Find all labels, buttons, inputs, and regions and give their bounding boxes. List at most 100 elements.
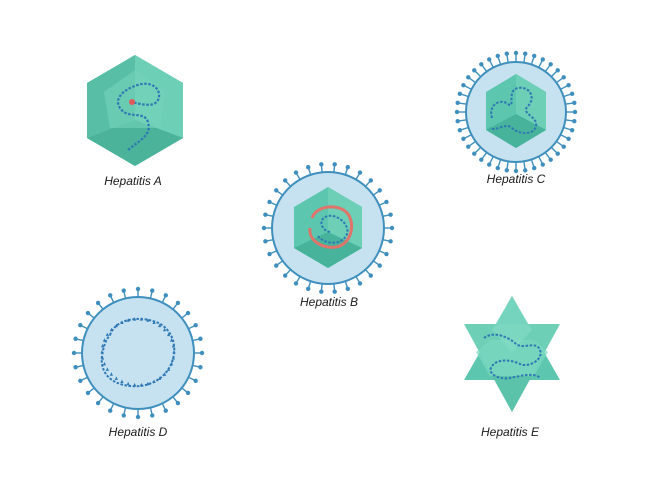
spike-head xyxy=(461,83,466,88)
spike-head xyxy=(198,336,203,341)
virus-hepatitis-d: Hepatitis D xyxy=(71,286,205,439)
spike-head xyxy=(495,53,500,59)
spike-head xyxy=(193,323,198,328)
dna-genome-outer xyxy=(308,205,353,249)
spike-head xyxy=(185,390,191,396)
spike-head xyxy=(306,286,311,292)
spike-head xyxy=(548,62,553,67)
label-hepatitis-d: Hepatitis D xyxy=(109,425,168,439)
spike-head xyxy=(569,91,575,96)
spike-head xyxy=(71,350,77,356)
spike-head xyxy=(523,51,528,56)
hdag-protein xyxy=(146,318,150,322)
spike-head xyxy=(466,144,471,149)
spike-head xyxy=(293,170,299,175)
rna-genome xyxy=(483,333,542,380)
spike-head xyxy=(495,165,500,171)
spike-head xyxy=(388,239,393,244)
spike-head xyxy=(513,50,519,56)
spike-head xyxy=(261,225,267,231)
rna-genome xyxy=(489,86,538,134)
hdag-protein xyxy=(158,376,162,380)
spikes xyxy=(261,162,395,294)
spike-head xyxy=(121,413,126,418)
spike-head xyxy=(108,408,113,413)
spike-head xyxy=(332,289,337,294)
spike-head xyxy=(163,408,168,413)
spike-head xyxy=(85,390,91,396)
capsid xyxy=(464,296,560,412)
spikes xyxy=(71,286,205,420)
hdag-protein xyxy=(171,356,175,360)
label-hepatitis-c: Hepatitis C xyxy=(487,172,546,186)
label-hepatitis-a: Hepatitis A xyxy=(104,174,162,188)
hdag-protein xyxy=(169,361,174,366)
spike-head xyxy=(319,162,324,167)
spike-head xyxy=(523,168,528,173)
spike-head xyxy=(561,144,566,149)
spike-head xyxy=(150,288,155,293)
spike-head xyxy=(368,273,374,278)
label-hepatitis-e: Hepatitis E xyxy=(481,425,540,439)
spike-head xyxy=(121,288,126,293)
spike-head xyxy=(540,57,545,62)
spike-head xyxy=(175,400,181,406)
spike-head xyxy=(306,164,311,170)
spike-head xyxy=(548,157,553,162)
spike-head xyxy=(540,162,545,167)
hdag-protein xyxy=(152,320,156,324)
virus-hepatitis-b: Hepatitis B xyxy=(261,162,395,309)
virus-hepatitis-c: Hepatitis C xyxy=(454,50,578,186)
hdag-protein xyxy=(133,317,137,321)
spike-head xyxy=(513,168,519,174)
envelope xyxy=(81,296,195,410)
spike-head xyxy=(457,128,463,133)
spike-head xyxy=(319,289,324,294)
spike-head xyxy=(198,365,203,370)
spike-head xyxy=(263,212,268,217)
spike-head xyxy=(572,109,578,115)
hdag-protein xyxy=(139,317,143,321)
spike-head xyxy=(566,83,571,88)
spike-head xyxy=(472,151,477,156)
spike-head xyxy=(455,119,460,124)
spike-head xyxy=(73,336,78,341)
hdag-protein xyxy=(101,343,105,348)
hdag-protein xyxy=(109,327,113,332)
hdag-protein xyxy=(102,361,107,366)
spike-head xyxy=(78,323,83,328)
spike-head xyxy=(454,109,460,115)
hdag-protein xyxy=(102,338,107,342)
spike-head xyxy=(95,300,101,306)
hdag-protein xyxy=(101,356,105,360)
spike-head xyxy=(135,286,141,292)
hdag-protein xyxy=(133,382,137,387)
spike-head xyxy=(150,413,155,418)
spike-head xyxy=(472,68,477,73)
spike-head xyxy=(199,350,205,356)
hdag-protein xyxy=(169,338,174,342)
spike-head xyxy=(368,178,374,183)
spike-head xyxy=(479,62,484,67)
dna-genome-inner xyxy=(317,214,349,244)
hdag-protein xyxy=(167,332,171,337)
spike-head xyxy=(479,157,484,162)
spike-head xyxy=(384,199,389,205)
spike-head xyxy=(282,178,288,183)
spike-head xyxy=(345,286,350,292)
hdag-protein xyxy=(105,367,109,371)
vpg-marker xyxy=(129,99,135,105)
spike-head xyxy=(569,128,575,133)
spike-head xyxy=(461,136,466,141)
spike-head xyxy=(384,251,389,257)
hdag-proteins xyxy=(100,317,176,387)
spike-head xyxy=(293,281,299,286)
capsid xyxy=(87,55,183,166)
spike-head xyxy=(457,91,463,96)
spike-head xyxy=(487,162,492,167)
spike-head xyxy=(73,365,78,370)
spike-head xyxy=(572,119,577,124)
hdag-protein xyxy=(114,323,118,328)
spike-head xyxy=(357,281,363,286)
hdag-protein xyxy=(126,318,130,322)
